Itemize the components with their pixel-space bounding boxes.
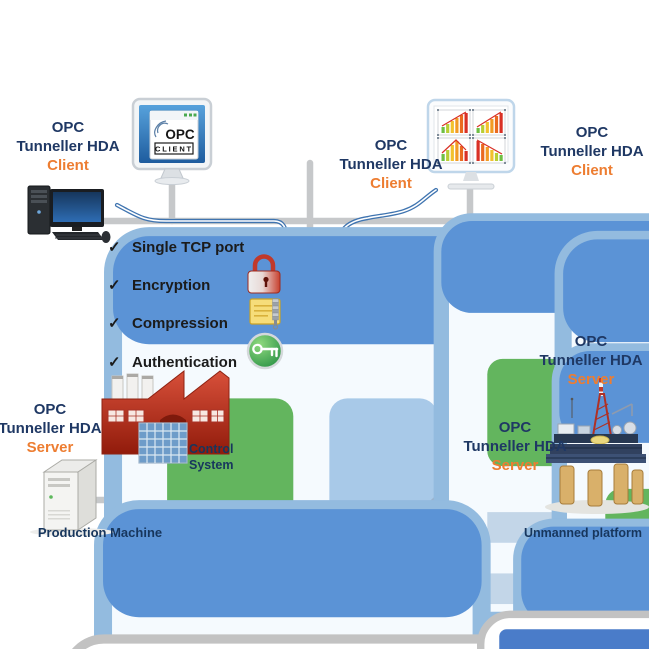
checklist-item-compression: ✓Compression — [108, 315, 228, 332]
svg-text:OPC: OPC — [165, 127, 195, 142]
check-icon: ✓ — [108, 354, 121, 371]
checklist-item-encryption: ✓Encryption — [108, 277, 211, 294]
opc-client-monitor-icon: OPC CLIENT — [131, 97, 213, 185]
server-tower-icon — [30, 459, 114, 536]
server-left-label: OPC Tunneller HDA Server — [0, 401, 102, 456]
check-icon: ✓ — [108, 239, 121, 256]
wireless-server-label: OPC Tunneller HDA Server — [539, 333, 643, 388]
unmanned-platform-caption: Unmanned platform — [523, 526, 643, 540]
zip-archive-icon — [249, 298, 281, 330]
check-icon: ✓ — [108, 315, 121, 332]
control-system-caption: Control System — [189, 442, 234, 472]
production-machine-caption: Production Machine — [37, 525, 163, 540]
server-right-label: OPC Tunneller HDA Server — [463, 419, 567, 474]
charts-monitor-icon — [426, 98, 516, 190]
client-left-label: OPC Tunneller HDA Client — [16, 119, 120, 174]
desktop-pc-icon — [27, 185, 111, 243]
checklist-item-single-tcp-port: ✓Single TCP port — [108, 239, 245, 256]
opc-client-badge: OPC CLIENT — [149, 110, 199, 160]
client-middle-label: OPC Tunneller HDA Client — [339, 137, 443, 192]
svg-text:CLIENT: CLIENT — [155, 145, 193, 154]
padlock-icon — [247, 254, 281, 294]
opc-server-badge — [481, 614, 649, 649]
oil-platform-icon — [545, 378, 649, 514]
check-icon: ✓ — [108, 277, 121, 294]
control-grid-icon — [138, 422, 188, 464]
client-right-label: OPC Tunneller HDA Client — [540, 124, 644, 179]
key-icon — [246, 332, 284, 370]
checklist-item-authentication: ✓Authentication — [108, 354, 237, 371]
